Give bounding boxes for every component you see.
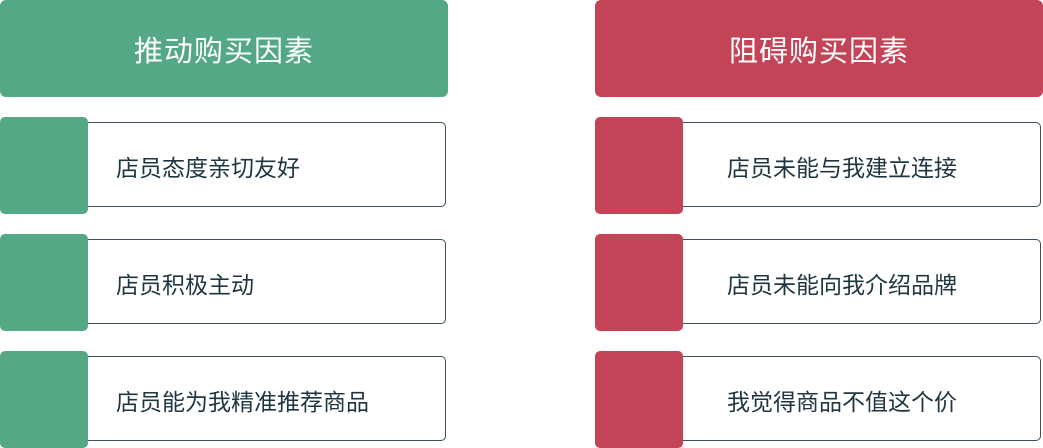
barrier-item-marker <box>595 351 683 448</box>
barrier-item: 我觉得商品不值这个价 <box>595 351 1043 448</box>
driver-item-label: 店员积极主动 <box>116 272 254 299</box>
barrier-item-label: 店员未能与我建立连接 <box>727 155 957 182</box>
driver-item-label: 店员能为我精准推荐商品 <box>116 389 369 416</box>
driver-item: 店员积极主动 <box>0 234 448 331</box>
driver-item-label: 店员态度亲切友好 <box>116 155 300 182</box>
drivers-title: 推动购买因素 <box>133 33 314 68</box>
barrier-item-label: 我觉得商品不值这个价 <box>727 389 957 416</box>
driver-item-marker <box>0 117 88 214</box>
barriers-header: 阻碍购买因素 <box>595 0 1043 97</box>
barrier-item-marker <box>595 117 683 214</box>
barrier-item-label: 店员未能向我介绍品牌 <box>727 272 957 299</box>
barrier-item-marker <box>595 234 683 331</box>
driver-item-marker <box>0 351 88 448</box>
driver-item-marker <box>0 234 88 331</box>
driver-item: 店员态度亲切友好 <box>0 117 448 214</box>
barrier-item: 店员未能与我建立连接 <box>595 117 1043 214</box>
drivers-header: 推动购买因素 <box>0 0 448 97</box>
barrier-item: 店员未能向我介绍品牌 <box>595 234 1043 331</box>
barriers-title: 阻碍购买因素 <box>728 33 909 68</box>
driver-item: 店员能为我精准推荐商品 <box>0 351 448 448</box>
